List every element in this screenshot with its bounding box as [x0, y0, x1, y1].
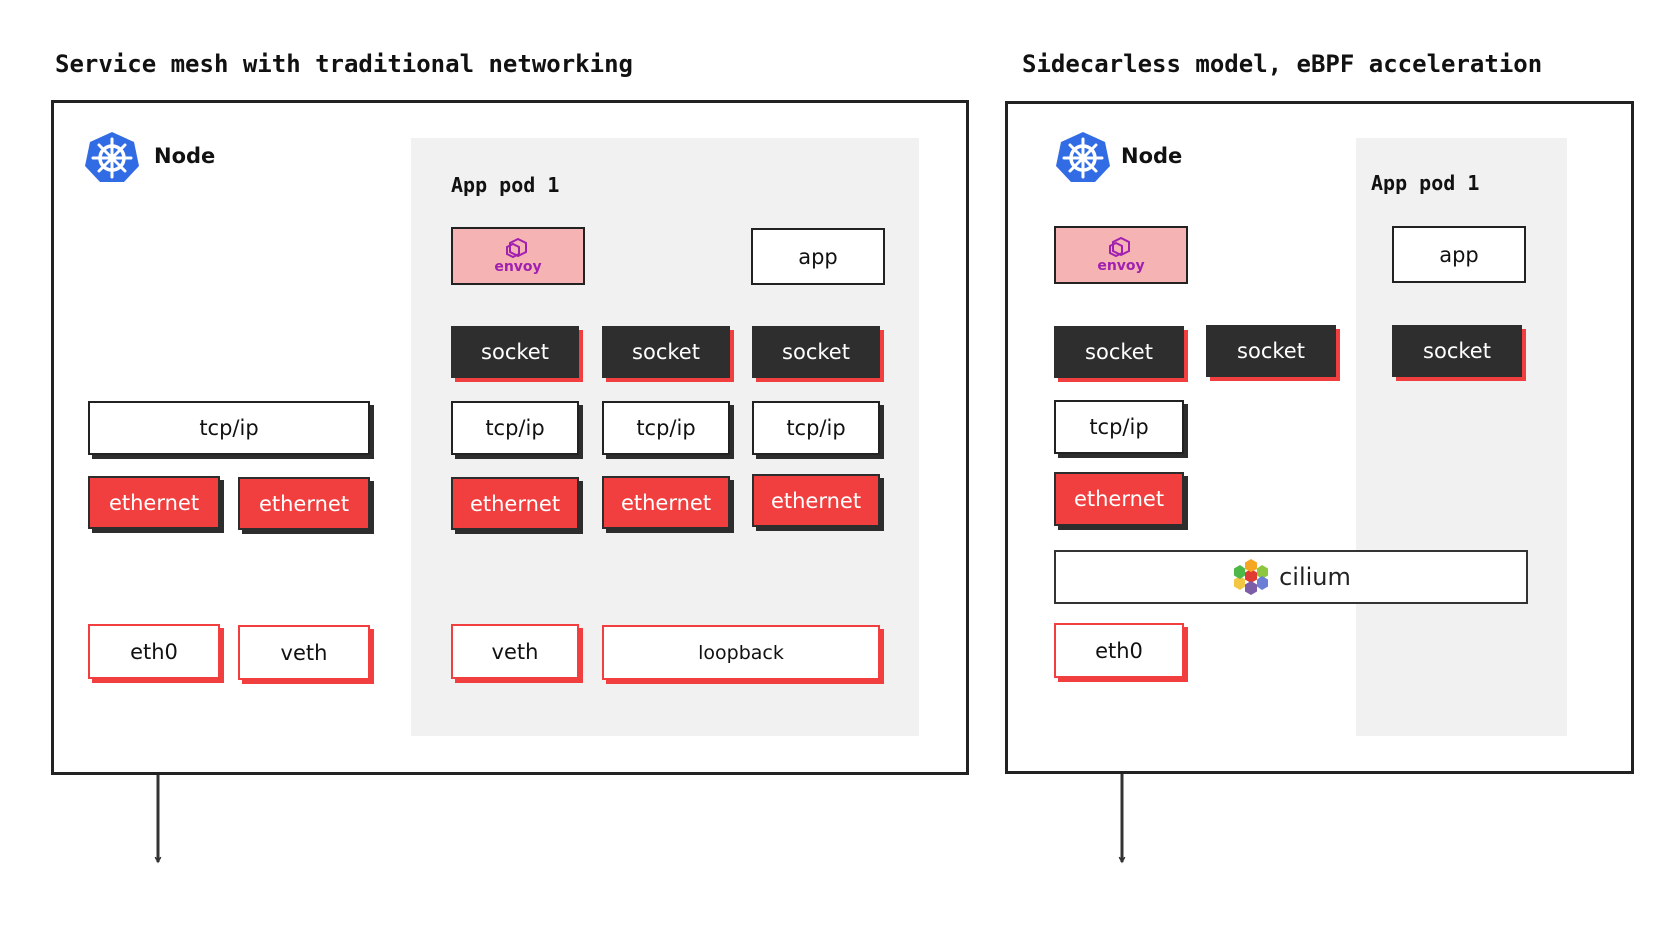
kubernetes-icon [1056, 132, 1110, 182]
right-ethernet-box: ethernet [1054, 472, 1184, 526]
left-ethernet-1: ethernet [451, 477, 579, 530]
left-app-box: app [751, 228, 885, 285]
cilium-bar: cilium [1054, 550, 1528, 604]
left-envoy-label: envoy [494, 259, 542, 275]
left-tcpip-3: tcp/ip [752, 401, 880, 455]
host-ethernet-2: ethernet [238, 477, 370, 530]
cilium-label: cilium [1279, 563, 1351, 591]
host-tcpip-box: tcp/ip [88, 401, 370, 455]
left-ethernet-2: ethernet [602, 476, 730, 529]
left-socket-2: socket [602, 326, 730, 378]
right-app-box: app [1392, 226, 1526, 283]
envoy-logo-icon [1109, 237, 1130, 258]
left-node-label: Node [154, 144, 216, 168]
left-tcpip-2: tcp/ip [602, 401, 730, 455]
pod-veth-box: veth [451, 624, 579, 679]
right-panel-heading: Sidecarless model, eBPF acceleration [1022, 50, 1543, 78]
right-pod-label: App pod 1 [1371, 171, 1480, 195]
kubernetes-icon [85, 132, 139, 182]
right-envoy-box: envoy [1054, 226, 1188, 284]
right-socket-2: socket [1206, 325, 1336, 377]
right-socket-1: socket [1054, 326, 1184, 378]
left-socket-1: socket [451, 326, 579, 378]
envoy-logo-icon [506, 238, 527, 259]
left-ethernet-3: ethernet [752, 474, 880, 527]
right-eth0-box: eth0 [1054, 623, 1184, 678]
right-envoy-label: envoy [1097, 258, 1145, 274]
loopback-box: loopback [602, 625, 880, 680]
left-tcpip-1: tcp/ip [451, 401, 579, 455]
left-eth0-box: eth0 [88, 624, 220, 679]
right-socket-3: socket [1392, 325, 1522, 377]
right-tcpip-box: tcp/ip [1054, 400, 1184, 454]
right-node-label: Node [1121, 144, 1183, 168]
left-panel-heading: Service mesh with traditional networking [55, 50, 633, 78]
host-veth-box: veth [238, 625, 370, 680]
left-socket-3: socket [752, 326, 880, 378]
host-ethernet-1: ethernet [88, 476, 220, 529]
left-pod-label: App pod 1 [451, 173, 560, 197]
left-envoy-box: envoy [451, 227, 585, 285]
cilium-logo-icon [1234, 559, 1269, 595]
